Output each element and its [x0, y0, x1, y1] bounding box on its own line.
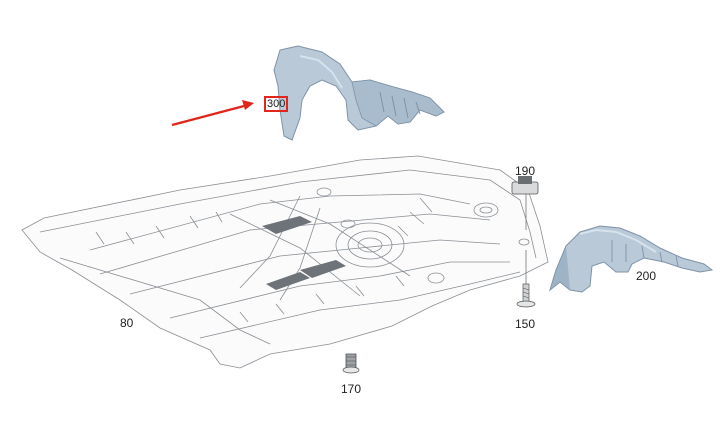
fastener-170[interactable]	[342, 353, 360, 374]
callout-190[interactable]: 190	[515, 164, 536, 178]
bolt-150[interactable]	[516, 250, 536, 308]
pointer-arrow	[171, 100, 254, 127]
callout-300[interactable]: 300	[264, 96, 288, 112]
callout-80[interactable]: 80	[120, 316, 134, 330]
callout-200[interactable]: 200	[636, 269, 657, 283]
callout-150[interactable]: 150	[515, 317, 536, 331]
wheel-arch-liner-300[interactable]	[273, 45, 445, 141]
clip-190[interactable]	[511, 176, 539, 230]
callout-170[interactable]: 170	[341, 382, 362, 396]
underbody-panel-80[interactable]	[21, 155, 549, 369]
wheel-arch-liner-200[interactable]	[549, 225, 714, 293]
panel-struts	[262, 216, 346, 290]
